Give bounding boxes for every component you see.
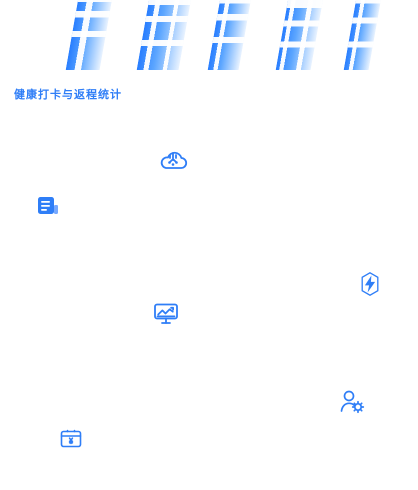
hero-glyph-5 (343, 0, 381, 70)
wallet-icon (59, 427, 83, 451)
document-icon (36, 195, 60, 217)
hero-glyph-2 (136, 0, 191, 70)
hero-glyph-1 (65, 0, 112, 70)
user-settings-icon (338, 388, 366, 416)
monitor-icon (153, 302, 179, 326)
hero-glyph-4 (275, 0, 323, 70)
hero-banner (0, 0, 418, 70)
page-subtitle: 健康打卡与返程统计 (14, 88, 122, 101)
hero-glyph-3 (207, 0, 251, 70)
lightning-icon (358, 271, 382, 297)
cloud-icon (158, 150, 188, 172)
